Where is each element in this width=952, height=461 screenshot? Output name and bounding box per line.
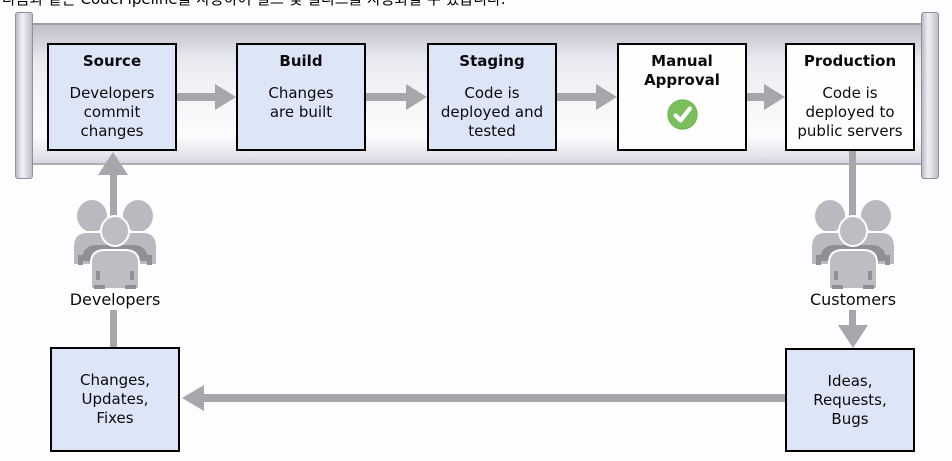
changes-updates-fixes-box: Changes, Updates, Fixes <box>50 347 180 452</box>
cropped-caption: 다음과 같은 CodePipeline을 사용하여 빌드 및 릴리스를 자동화할… <box>2 0 506 9</box>
people-group-icon <box>72 200 158 290</box>
ideas-requests-bugs-box: Ideas, Requests, Bugs <box>785 348 915 452</box>
stage-description: Code is deployed to public servers <box>797 84 903 140</box>
people-group-icon <box>810 200 896 290</box>
stage-title: Production <box>803 52 897 70</box>
customers-label: Customers <box>783 289 923 310</box>
pipeline-left-cap <box>15 12 33 179</box>
stage-title: Source <box>82 52 142 70</box>
stage-build: Build Changes are built <box>236 43 366 151</box>
developers-label: Developers <box>45 289 185 310</box>
stage-manual-approval: Manual Approval <box>617 43 747 151</box>
stage-title: Build <box>279 52 323 70</box>
stage-description: Developers commit changes <box>69 84 155 140</box>
pipeline-right-cap <box>921 12 939 179</box>
stage-source: Source Developers commit changes <box>47 43 177 151</box>
stage-description: Changes are built <box>268 84 334 121</box>
stage-staging: Staging Code is deployed and tested <box>427 43 557 151</box>
stage-production: Production Code is deployed to public se… <box>785 43 915 151</box>
stage-description: Code is deployed and tested <box>440 84 544 140</box>
approval-check-icon <box>666 98 699 136</box>
stage-title: Manual Approval <box>644 52 720 89</box>
stage-title: Staging <box>459 52 525 70</box>
